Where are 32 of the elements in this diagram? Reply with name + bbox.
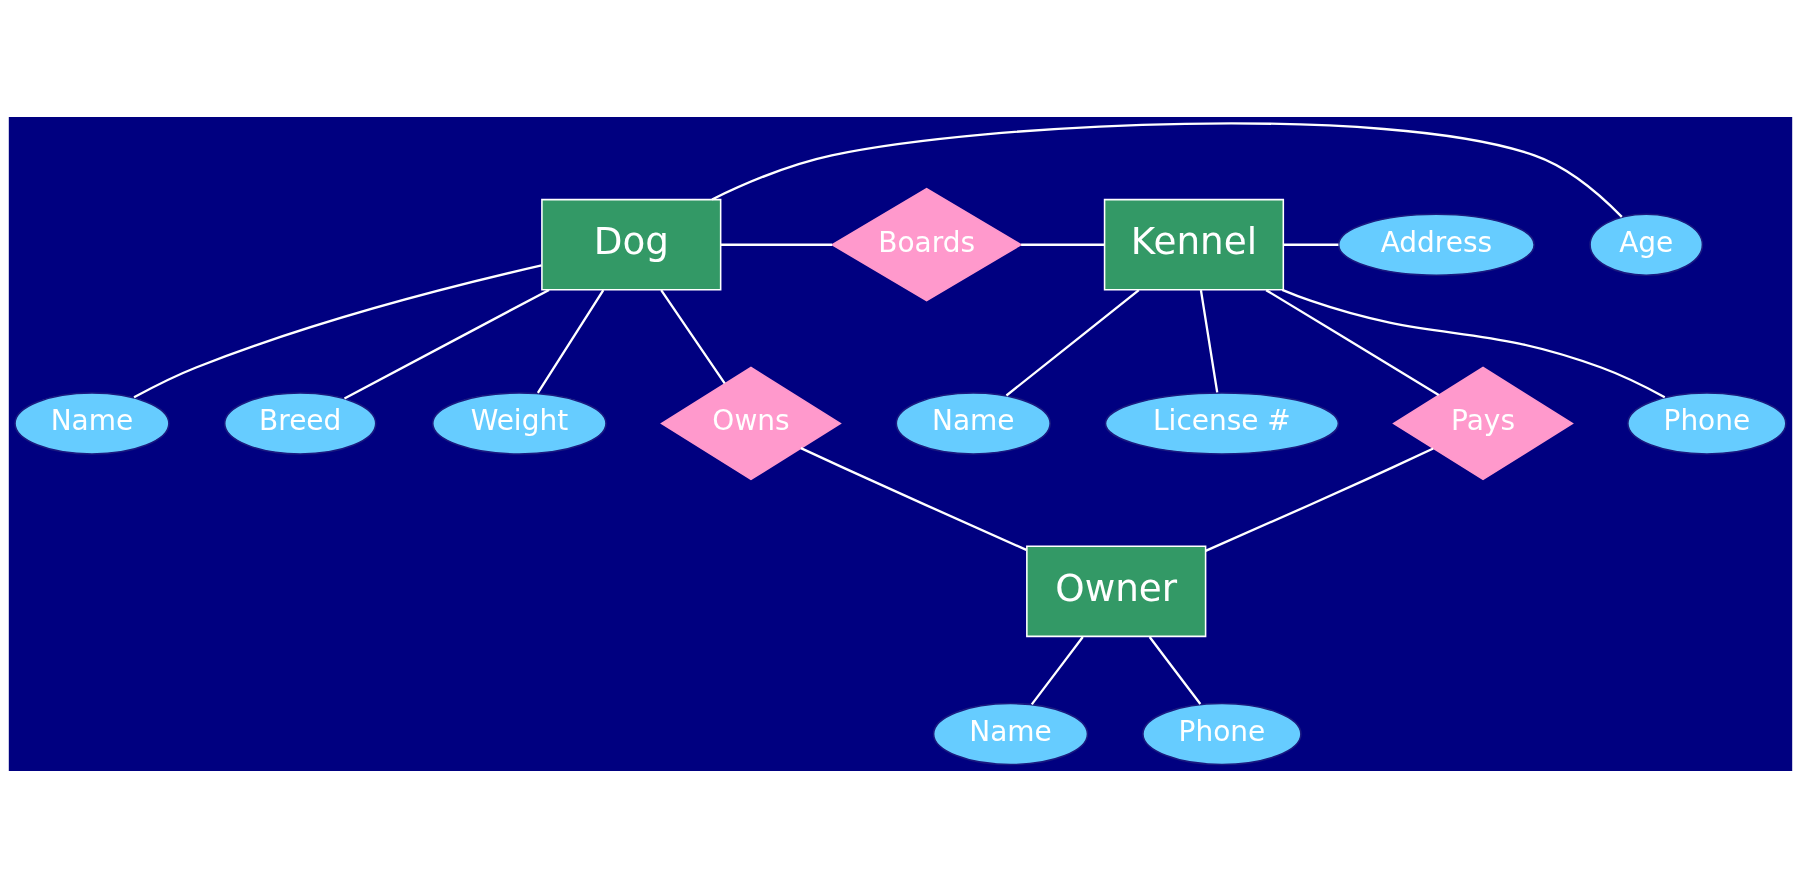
- node-box: Kennel: [1103, 198, 1285, 291]
- node-ellipse: Address: [1337, 213, 1535, 276]
- connector: [1205, 447, 1434, 552]
- node-ellipse: Phone: [1142, 702, 1302, 766]
- node-ellipse: Age: [1589, 213, 1704, 276]
- connector: [1030, 636, 1084, 706]
- connector: [800, 447, 1027, 551]
- node-ellipse: License #: [1104, 392, 1340, 455]
- connector: [1199, 289, 1219, 393]
- node-ellipse: Weight: [432, 392, 607, 455]
- node-box: Dog: [541, 198, 722, 291]
- node-ellipse: Name: [932, 702, 1089, 766]
- connector: [1148, 636, 1202, 705]
- node-diamond: Pays: [1392, 366, 1574, 481]
- connector: [1005, 289, 1140, 397]
- connector: [1265, 289, 1440, 396]
- connector: [720, 243, 833, 246]
- node-ellipse: Breed: [223, 392, 377, 455]
- connector: [711, 122, 1623, 218]
- connector: [133, 264, 542, 399]
- node-box: Owner: [1026, 545, 1207, 638]
- connector: [1283, 243, 1339, 246]
- node-ellipse: Name: [14, 392, 170, 455]
- connector: [1021, 243, 1105, 246]
- node-diamond: Owns: [660, 366, 842, 481]
- connector: [536, 289, 605, 394]
- node-ellipse: Phone: [1627, 392, 1787, 455]
- connector: [660, 289, 726, 385]
- connector: [343, 288, 550, 400]
- node-diamond: Boards: [830, 187, 1023, 302]
- connector: [1281, 288, 1666, 399]
- node-ellipse: Name: [895, 392, 1051, 455]
